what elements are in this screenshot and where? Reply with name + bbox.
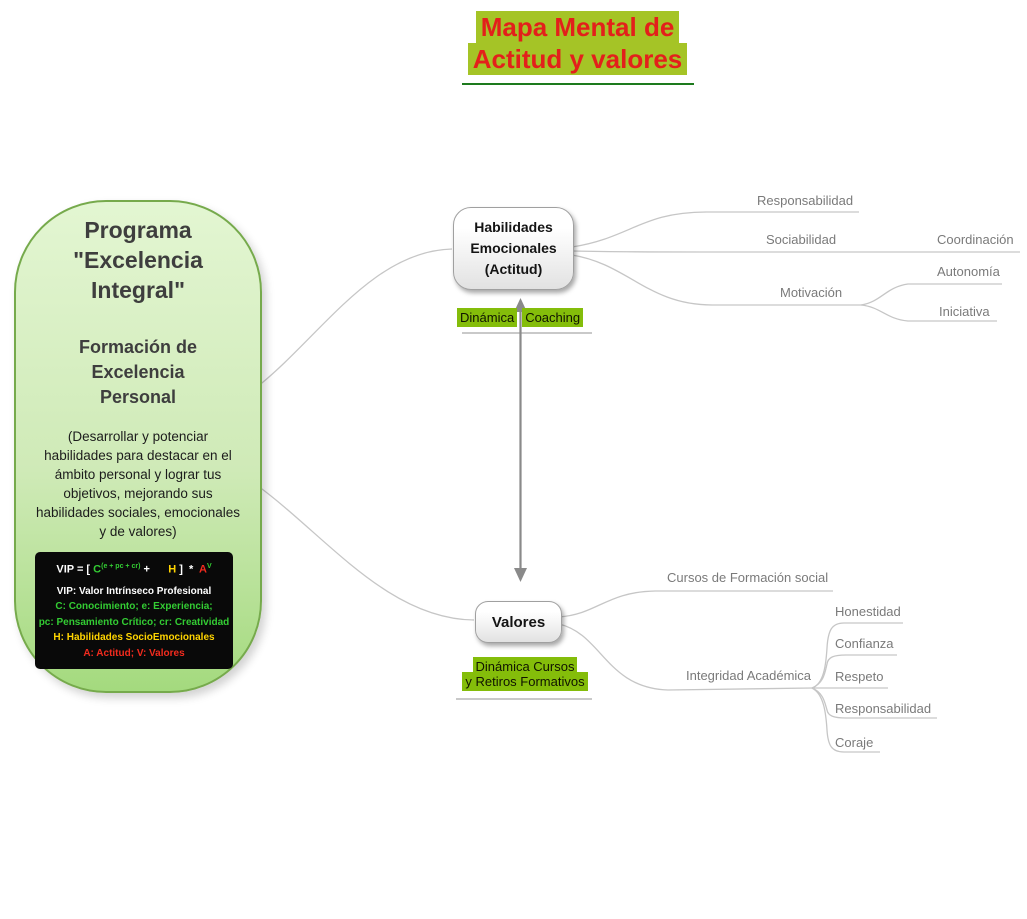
line-cursos-formacion — [558, 590, 833, 618]
tag-coaching-word1: Dinámica — [457, 308, 518, 327]
node-habilidades-emocionales[interactable]: Habilidades Emocionales (Actitud) — [453, 207, 574, 290]
formula-a-exponent: V — [206, 563, 212, 570]
legend-vip: VIP: Valor Intrínseco Profesional — [56, 585, 212, 597]
root-description: (Desarrollar y potenciar habilidades par… — [35, 429, 241, 539]
formula-h: H — [168, 563, 177, 576]
branch-responsabilidad-2[interactable]: Responsabilidad — [835, 701, 932, 716]
page-title-line2: Actitud y valores — [467, 43, 688, 75]
branch-respeto[interactable]: Respeto — [835, 669, 884, 684]
formula-lhs: VIP = [ — [56, 563, 94, 576]
legend-a-v: A: Actitud; V: Valores — [83, 647, 185, 659]
vip-formula: VIP = [ C(e + pc + cr) + H ] * AV — [35, 563, 233, 576]
branch-honestidad[interactable]: Honestidad — [835, 604, 901, 619]
branch-responsabilidad[interactable]: Responsabilidad — [757, 193, 854, 208]
root-node-programa[interactable]: Programa "Excelencia Integral" Formación… — [14, 200, 262, 693]
branch-coordinacion[interactable]: Coordinación — [937, 232, 1014, 247]
tag-dinamica-cursos[interactable]: Dinámica Cursos y Retiros Formativos — [440, 657, 610, 691]
tag-coaching-word2: Coaching — [522, 308, 584, 327]
branch-motivacion[interactable]: Motivación — [780, 285, 843, 300]
branch-iniciativa[interactable]: Iniciativa — [939, 304, 990, 319]
page-title-line1: Mapa Mental de — [475, 11, 680, 43]
root-heading: Programa "Excelencia Integral" — [73, 217, 203, 303]
vip-formula-box: VIP = [ C(e + pc + cr) + H ] * AV VIP: V… — [35, 552, 233, 669]
tag-cursos-line2: y Retiros Formativos — [462, 672, 588, 691]
tag-coaching-underline — [462, 332, 592, 334]
branch-sociabilidad[interactable]: Sociabilidad — [766, 232, 837, 247]
tag-cursos-line1: Dinámica Cursos — [472, 657, 578, 676]
node-valores[interactable]: Valores — [475, 601, 562, 643]
formula-c: C — [93, 563, 102, 576]
formula-plus: + — [140, 563, 169, 576]
branch-autonomia[interactable]: Autonomía — [937, 264, 1000, 279]
formula-rhs: ] * — [176, 563, 200, 576]
line-autonomia — [860, 283, 1002, 306]
branch-confianza[interactable]: Confianza — [835, 636, 894, 651]
legend-pc-cr: pc: Pensamiento Crítico; cr: Creatividad — [38, 616, 230, 628]
formula-a: A — [199, 563, 207, 576]
tag-cursos-underline — [456, 698, 592, 700]
formula-c-exponent: (e + pc + cr) — [101, 563, 141, 570]
branch-coraje[interactable]: Coraje — [835, 735, 874, 750]
line-root-to-habilidades — [256, 248, 453, 388]
line-root-to-valores — [257, 485, 475, 621]
legend-h: H: Habilidades SocioEmocionales — [53, 632, 215, 644]
branch-cursos-formacion-social[interactable]: Cursos de Formación social — [667, 570, 829, 585]
line-sociabilidad-coordinacion — [571, 250, 1020, 253]
vip-legend: VIP: Valor Intrínseco Profesional C: Con… — [35, 584, 233, 662]
root-subheading: Formación de Excelencia Personal — [78, 337, 198, 407]
branch-integridad-academica[interactable]: Integridad Académica — [686, 668, 812, 683]
legend-c-e: C: Conocimiento; e: Experiencia; — [55, 601, 213, 613]
title-underline — [462, 83, 694, 85]
page-title: Mapa Mental de Actitud y valores — [390, 11, 765, 75]
arrowhead-down — [514, 568, 527, 582]
